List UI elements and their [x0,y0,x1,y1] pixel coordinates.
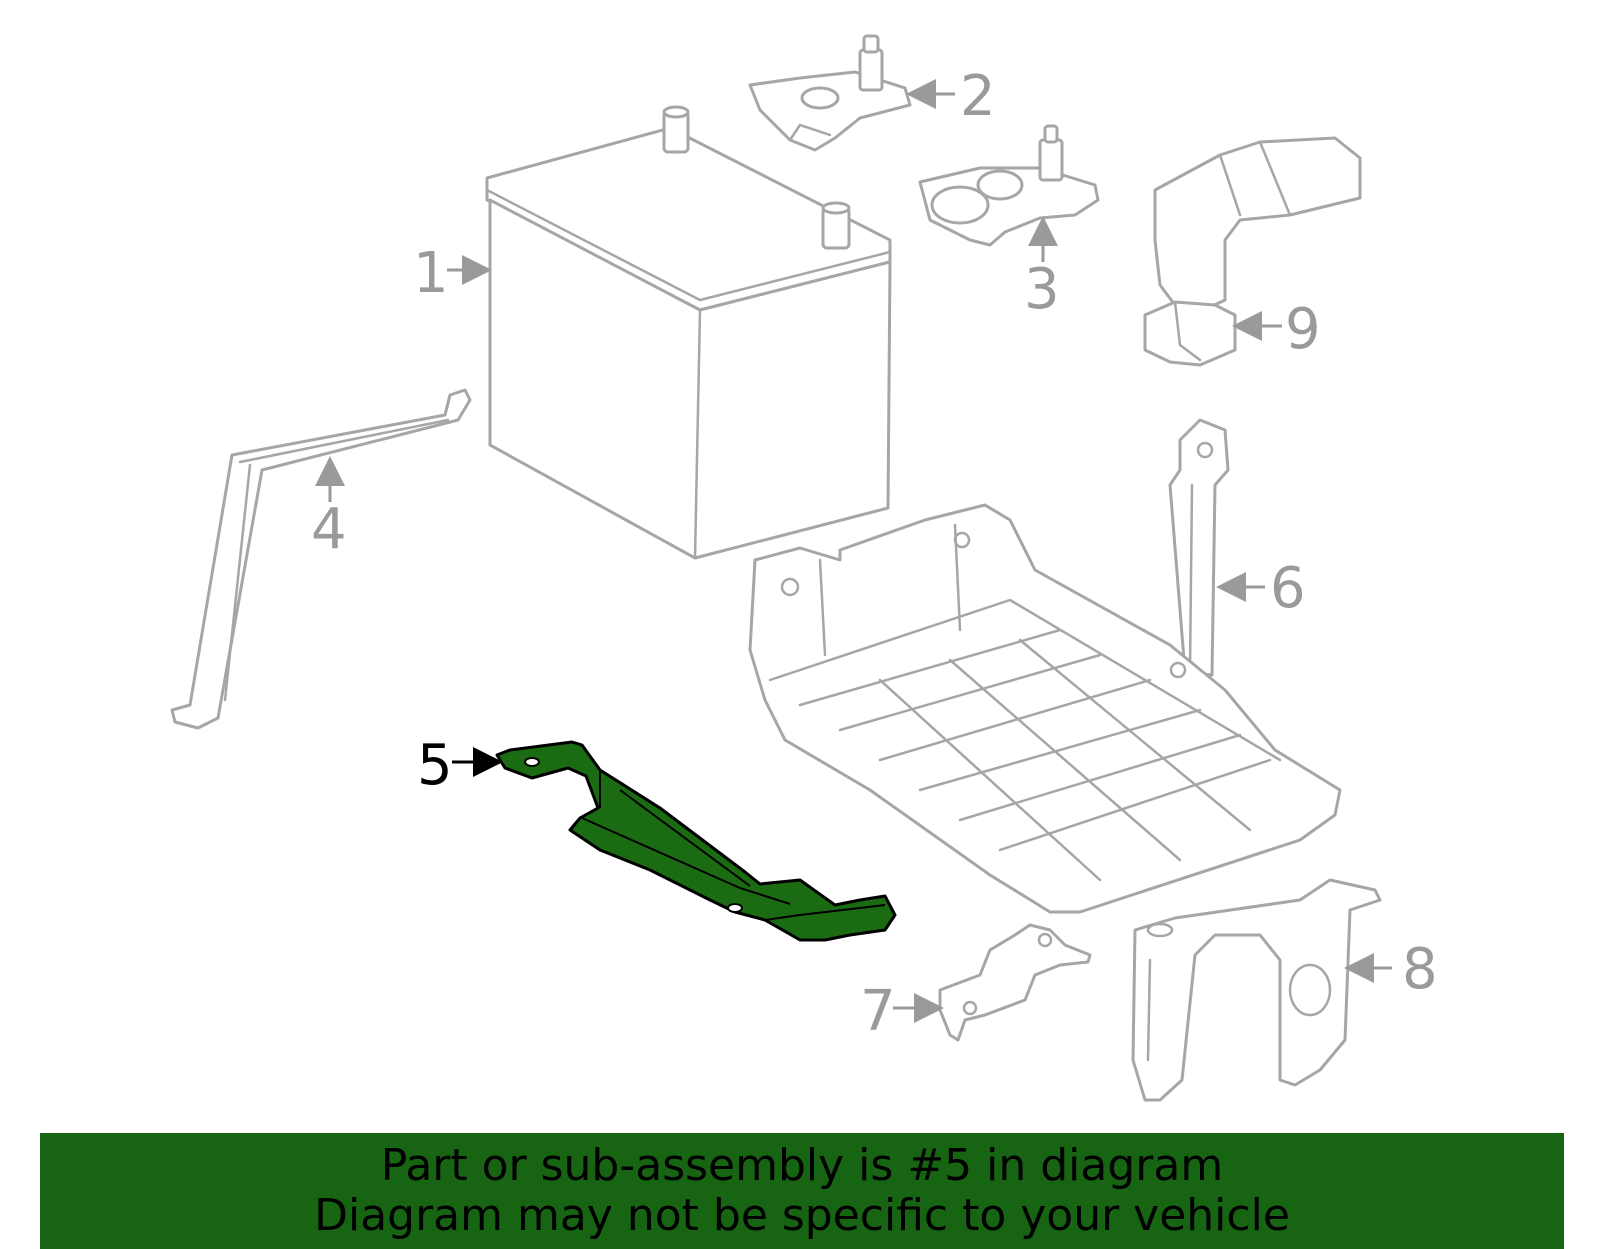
callout-2: 2 [960,64,996,129]
banner-line-2: Diagram may not be specific to your vehi… [314,1190,1290,1241]
info-banner: Part or sub-assembly is #5 in diagram Di… [40,1133,1564,1249]
callout-3: 3 [1024,257,1060,322]
callout-6: 6 [1270,556,1306,621]
callout-4: 4 [311,497,347,562]
callout-1: 1 [413,241,449,306]
callout-8: 8 [1402,937,1438,1002]
parts-diagram: 1 2 3 9 4 5 6 8 7 [170,34,1438,1102]
bracket-part-5-highlighted [495,740,897,942]
callout-7: 7 [860,979,896,1044]
bracket-part-8 [1131,878,1382,1102]
terminal-part-3 [918,124,1100,247]
hold-down-bar-part-4 [170,388,472,730]
small-bracket-part-7 [938,923,1092,1042]
callout-5: 5 [417,733,453,798]
callout-9: 9 [1285,297,1321,362]
rod-part-6 [1168,418,1230,677]
banner-line-1: Part or sub-assembly is #5 in diagram [380,1140,1224,1191]
cover-part-9 [1143,136,1362,367]
terminal-part-2 [748,34,912,152]
battery-tray [748,503,1342,914]
battery-part-1 [485,105,892,560]
